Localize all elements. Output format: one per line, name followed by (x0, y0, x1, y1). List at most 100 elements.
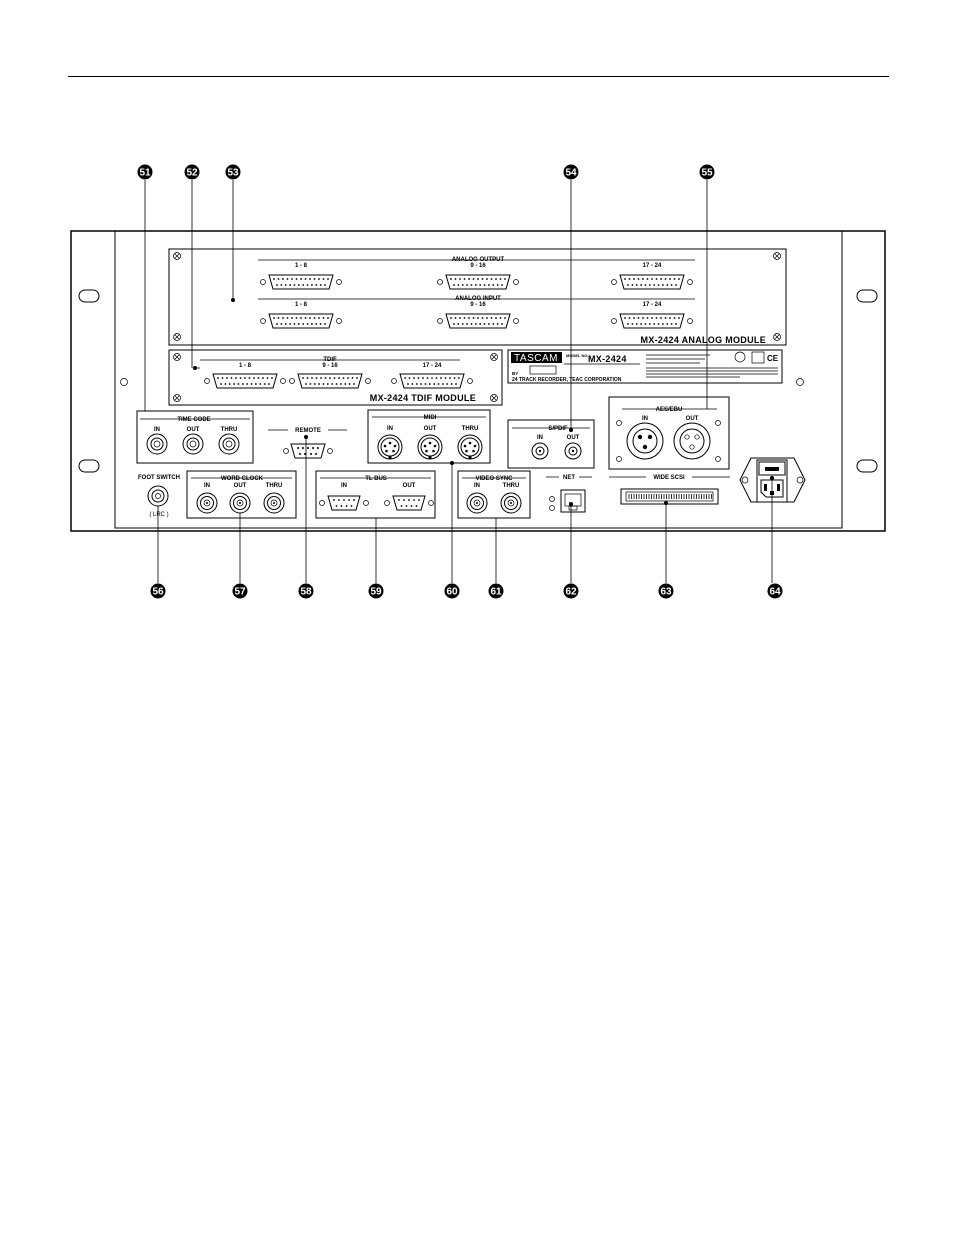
tdif-group-2: 9 - 16 (322, 363, 338, 369)
midi-in-port[interactable] (377, 434, 403, 460)
analog-output-1-8-connector[interactable] (260, 274, 342, 290)
tdif-title: TDIF (323, 357, 337, 363)
remote-title: REMOTE (295, 428, 321, 434)
analog-in-group-3: 17 - 24 (643, 302, 662, 308)
video-sync-thru-label: THRU (503, 483, 520, 489)
analog-output-9-16-connector[interactable] (437, 274, 519, 290)
wide-scsi-port[interactable] (620, 488, 719, 505)
callout-number: 61 (490, 587, 502, 598)
label-plate: TASCAM MODEL NO. MX-2424 BY 24 TRACK REC… (507, 349, 783, 384)
callout-number: 54 (565, 168, 577, 179)
midi-in-label: IN (387, 426, 393, 432)
video-sync-thru-bnc[interactable] (500, 492, 522, 514)
time-code-out-label: OUT (187, 427, 200, 433)
aes-ebu-title: AES/EBU (656, 407, 683, 413)
analog-input-1-8-connector[interactable] (260, 313, 342, 329)
spdif-title: S/PDIF (548, 426, 568, 432)
tl-bus-title: TL BUS (365, 476, 387, 482)
midi-thru-port[interactable] (457, 434, 483, 460)
callout-62: 62 (563, 583, 579, 599)
aes-ebu-section: AES/EBU IN OUT (608, 396, 730, 470)
callout-number: 58 (300, 587, 312, 598)
aes-ebu-out-xlr[interactable] (673, 420, 721, 462)
callout-number: 52 (186, 168, 198, 179)
callout-53: 53 (225, 164, 241, 180)
screw-icon (490, 353, 498, 361)
midi-thru-label: THRU (462, 426, 479, 432)
ce-mark-icon: CE (767, 354, 779, 363)
word-clock-section: WORD CLOCK IN OUT THRU (186, 470, 297, 519)
net-section: NET (546, 473, 592, 513)
tl-bus-out-label: OUT (403, 483, 416, 489)
callout-number: 63 (660, 587, 672, 598)
callout-54: 54 (563, 164, 579, 180)
rack-slot (856, 289, 878, 303)
midi-section: MIDI IN OUT THRU (367, 409, 491, 465)
screw-icon (490, 394, 498, 402)
callout-52: 52 (184, 164, 200, 180)
callout-55: 55 (699, 164, 715, 180)
tdif-module-name: MX-2424 TDIF MODULE (370, 393, 476, 403)
remote-dsub-9[interactable] (283, 443, 333, 459)
spdif-in-label: IN (537, 435, 543, 441)
analog-input-9-16-connector[interactable] (437, 313, 519, 329)
tdif-group-3: 17 - 24 (423, 363, 442, 369)
word-clock-in-bnc[interactable] (196, 492, 218, 514)
tl-bus-in-label: IN (341, 483, 347, 489)
spdif-out-rca[interactable] (564, 442, 582, 460)
spdif-out-label: OUT (567, 435, 580, 441)
by-label: BY (512, 371, 518, 376)
net-led-icon (549, 505, 555, 511)
word-clock-out-bnc[interactable] (229, 492, 251, 514)
time-code-section: TIME CODE IN OUT THRU (136, 410, 254, 464)
wide-scsi-section: WIDE SCSI (609, 473, 730, 505)
analog-input-17-24-connector[interactable] (611, 313, 693, 329)
word-clock-thru-bnc[interactable] (263, 492, 285, 514)
rack-slot (78, 289, 100, 303)
time-code-thru-jack[interactable] (218, 433, 240, 455)
tdif-1-8-connector[interactable] (204, 373, 286, 389)
analog-in-group-2: 9 - 16 (470, 302, 486, 308)
tl-bus-in-port[interactable] (319, 495, 369, 511)
midi-title: MIDI (424, 415, 437, 421)
callout-56: 56 (150, 583, 166, 599)
screw-icon (173, 333, 181, 341)
word-clock-in-label: IN (204, 483, 210, 489)
callout-number: 51 (139, 168, 151, 179)
tdif-9-16-connector[interactable] (289, 373, 371, 389)
analog-module-name: MX-2424 ANALOG MODULE (641, 335, 766, 345)
foot-switch-sub: ( LRC ) (149, 512, 168, 518)
callout-59: 59 (368, 583, 384, 599)
midi-out-port[interactable] (417, 434, 443, 460)
callout-number: 55 (701, 168, 713, 179)
analog-in-group-1: 1 - 8 (295, 302, 308, 308)
analog-module: ANALOG OUTPUT ANALOG INPUT 1 - 8 9 - 16 … (168, 248, 787, 346)
model-name: MX-2424 (588, 354, 627, 364)
callout-61: 61 (488, 583, 504, 599)
video-sync-in-bnc[interactable] (466, 492, 488, 514)
analog-output-17-24-connector[interactable] (611, 274, 693, 290)
tl-bus-out-port[interactable] (384, 495, 434, 511)
word-clock-out-label: OUT (234, 483, 247, 489)
callout-number: 60 (446, 587, 458, 598)
callout-64: 64 (767, 583, 783, 599)
callout-number: 53 (227, 168, 239, 179)
spdif-in-rca[interactable] (531, 442, 549, 460)
net-rj45-port[interactable] (560, 489, 586, 513)
time-code-in-jack[interactable] (146, 433, 168, 455)
tdif-17-24-connector[interactable] (391, 373, 473, 389)
aes-ebu-in-xlr[interactable] (616, 420, 664, 462)
callout-60: 60 (444, 583, 460, 599)
time-code-out-jack[interactable] (182, 433, 204, 455)
tdif-group-1: 1 - 8 (239, 363, 252, 369)
word-clock-title: WORD CLOCK (221, 476, 264, 482)
time-code-in-label: IN (154, 427, 160, 433)
wide-scsi-title: WIDE SCSI (653, 475, 685, 481)
midi-out-label: OUT (424, 426, 437, 432)
time-code-thru-label: THRU (221, 427, 238, 433)
analog-out-group-2: 9 - 16 (470, 263, 486, 269)
screw-icon (173, 353, 181, 361)
net-led-icon (549, 496, 555, 502)
callout-number: 62 (565, 587, 577, 598)
